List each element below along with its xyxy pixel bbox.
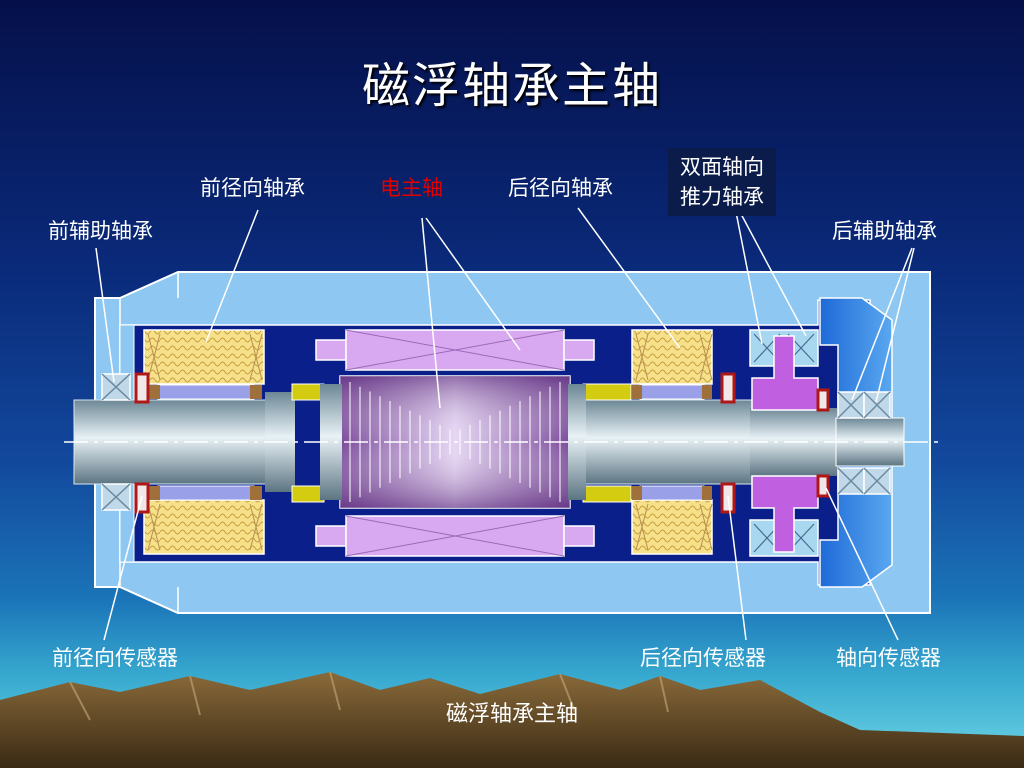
leader-motor-spindle-a: [421, 217, 441, 409]
label-front-radial-bearing: 前径向轴承: [200, 176, 305, 200]
leader-front-aux-bearing: [95, 247, 115, 383]
label-thrust-bearing-line1: 双面轴向: [680, 155, 764, 179]
leader-rear-radial-sensor: [727, 495, 747, 641]
label-rear-radial-sensor: 后径向传感器: [640, 646, 766, 670]
thrust-bearing: [749, 329, 819, 557]
label-thrust-bearing: 双面轴向 推力轴承: [668, 148, 776, 216]
label-axial-sensor: 轴向传感器: [836, 646, 941, 670]
front-aux-bearing: [101, 373, 131, 511]
label-thrust-bearing-line2: 推力轴承: [680, 185, 764, 209]
leader-rear-aux-a: [851, 247, 913, 401]
rear-radial-bearing: [631, 329, 713, 555]
motor-stator: [315, 329, 595, 557]
rear-aux-bearing: [837, 391, 891, 495]
label-front-radial-sensor: 前径向传感器: [52, 646, 178, 670]
slide-caption: 磁浮轴承主轴: [445, 702, 578, 727]
leader-motor-spindle-b: [425, 217, 521, 351]
front-radial-bearing: [143, 329, 265, 555]
label-rear-aux-bearing: 后辅助轴承: [832, 219, 937, 243]
axial-sensor: [816, 388, 830, 498]
mountains: [0, 672, 1024, 768]
leader-front-radial-sensor: [103, 495, 143, 641]
label-front-aux-bearing: 前辅助轴承: [48, 219, 153, 243]
leader-axial-sensor: [825, 487, 899, 641]
label-motor-spindle: 电主轴: [380, 176, 443, 200]
leader-rear-radial-bearing: [577, 207, 681, 349]
leader-rear-aux-b: [875, 247, 915, 403]
page-title: 磁浮轴承主轴: [361, 58, 662, 114]
leader-lines: [95, 207, 915, 641]
mountain-ridges: [69, 671, 669, 721]
leader-front-radial-bearing: [205, 209, 259, 343]
leader-thrust-b: [739, 211, 807, 337]
leader-thrust-a: [735, 211, 763, 345]
label-rear-radial-bearing: 后径向轴承: [508, 176, 613, 200]
